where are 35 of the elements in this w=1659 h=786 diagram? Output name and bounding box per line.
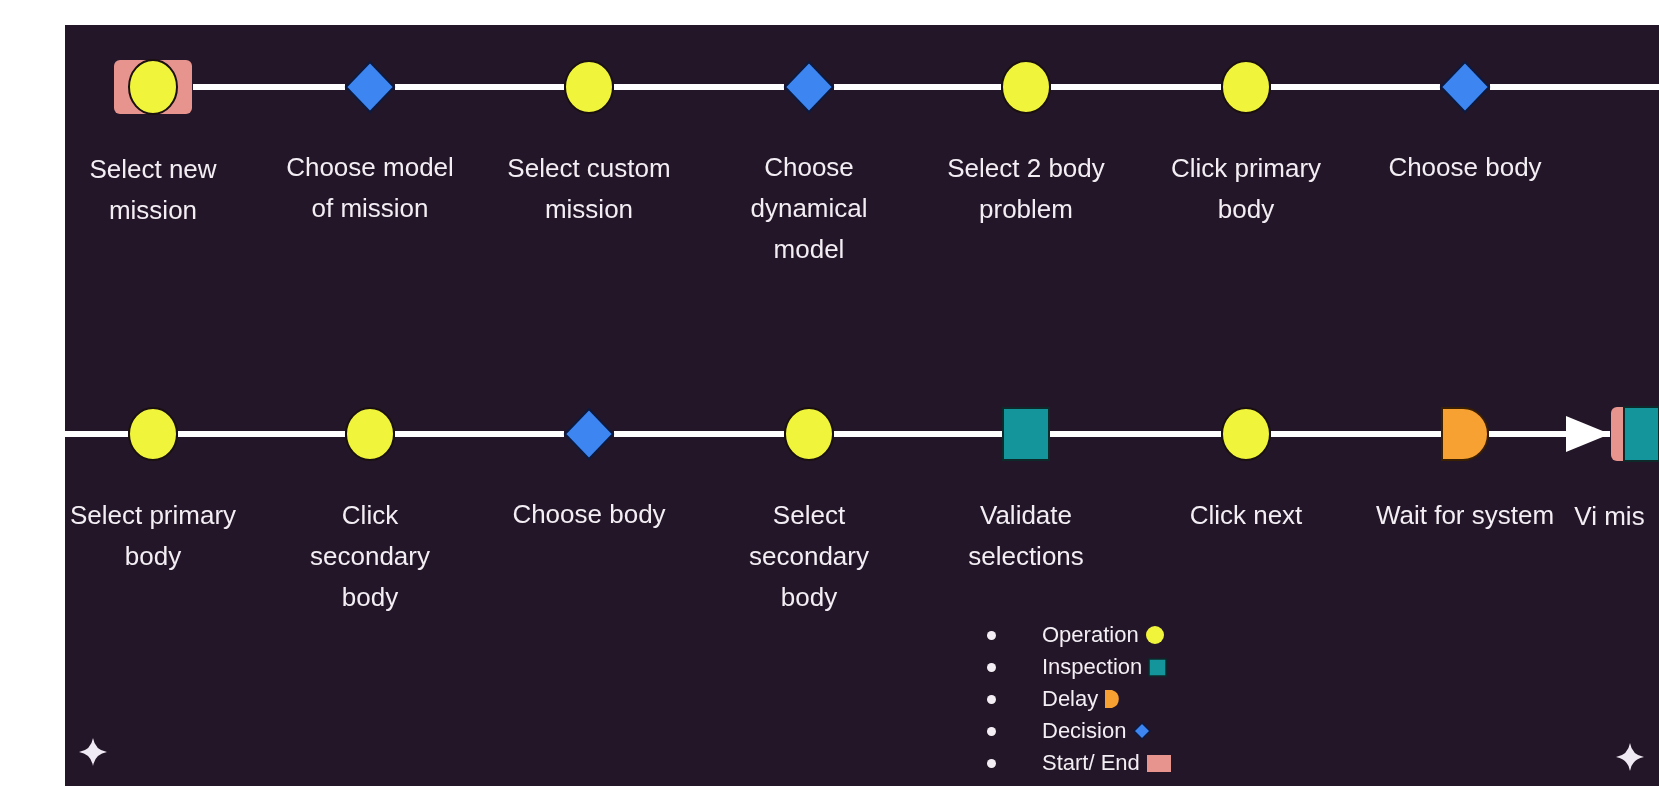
- step-label: Select 2 body problem: [946, 152, 1106, 226]
- step-label: Click primary body: [1169, 152, 1323, 226]
- step-label: Vi mis: [1574, 500, 1645, 533]
- connector-line: [395, 431, 564, 437]
- step-label: Choose dynamical model: [749, 151, 869, 266]
- legend-label: Start/ End: [1042, 750, 1140, 776]
- step-label: Select custom mission: [506, 152, 672, 226]
- legend-label: Delay: [1042, 686, 1099, 712]
- legend-label: Decision: [1042, 718, 1127, 744]
- connector-line: [1271, 84, 1440, 90]
- connector-line: [65, 431, 128, 437]
- connector-line: [193, 84, 345, 90]
- connector-line: [178, 431, 345, 437]
- connector-line: [1490, 84, 1659, 90]
- step-label: Select secondary body: [748, 499, 870, 614]
- connector-line: [834, 431, 1002, 437]
- step-label: Wait for system: [1375, 499, 1555, 532]
- connector-line: [614, 84, 784, 90]
- connector-line: [1271, 431, 1441, 437]
- connector-line: [1489, 416, 1610, 452]
- step-label: Click next: [1189, 499, 1303, 532]
- step-label: Choose model of mission: [285, 151, 455, 225]
- step-label: Choose body: [512, 498, 666, 531]
- step-label: Select primary body: [68, 499, 238, 573]
- connector-line: [1050, 431, 1221, 437]
- step-label: Choose body: [1388, 151, 1542, 184]
- step-label: Click secondary body: [309, 499, 431, 614]
- connector-line: [614, 431, 784, 437]
- connector-line: [395, 84, 564, 90]
- legend-label: Inspection: [1042, 654, 1143, 680]
- step-label: Validate selections: [967, 499, 1085, 573]
- connector-line: [1051, 84, 1221, 90]
- step-label: Select new mission: [88, 153, 218, 227]
- legend-label: Operation: [1042, 622, 1139, 648]
- connector-line: [834, 84, 1001, 90]
